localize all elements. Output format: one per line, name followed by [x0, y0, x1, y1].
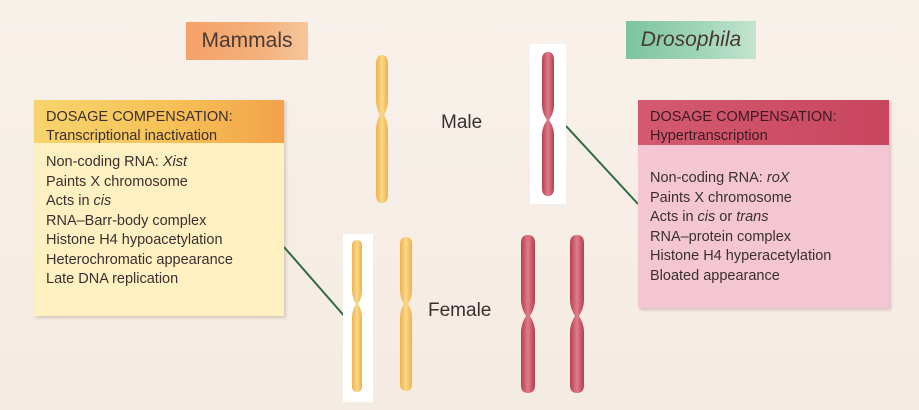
mammals-line-appearance: Heterochromatic appearance [46, 251, 272, 271]
mammal-connector-line [284, 247, 346, 318]
mammal-female-inactive-x [352, 240, 362, 392]
mammals-panel-heading: DOSAGE COMPENSATION: Transcriptional ina… [34, 100, 284, 143]
drosophila-title: Drosophila [626, 21, 756, 59]
drosophila-panel-heading: DOSAGE COMPENSATION: Hypertranscription [638, 100, 889, 145]
mammals-line-replication: Late DNA replication [46, 270, 272, 290]
drosophila-line-appearance: Bloated appearance [650, 267, 877, 287]
female-label: Female [428, 300, 491, 322]
mammals-line-paints: Paints X chromosome [46, 173, 272, 193]
mammal-female-active-x [400, 237, 412, 391]
drosophila-heading-line1: DOSAGE COMPENSATION: [650, 108, 877, 127]
fly-connector-line [566, 126, 638, 204]
drosophila-line-noncoding: Non-coding RNA: roX [650, 169, 877, 189]
mammals-panel-list: Non-coding RNA: Xist Paints X chromosome… [34, 143, 284, 298]
mammals-line-noncoding: Non-coding RNA: Xist [46, 153, 272, 173]
drosophila-heading-line2: Hypertranscription [650, 127, 877, 146]
mammals-line-histone: Histone H4 hypoacetylation [46, 231, 272, 251]
mammals-title: Mammals [186, 22, 308, 60]
drosophila-panel-list: Non-coding RNA: roX Paints X chromosome … [638, 145, 889, 294]
mammals-heading-line1: DOSAGE COMPENSATION: [46, 108, 272, 127]
mammals-line-acts: Acts in cis [46, 192, 272, 212]
drosophila-line-paints: Paints X chromosome [650, 189, 877, 209]
male-label: Male [441, 112, 482, 134]
drosophila-line-histone: Histone H4 hyperacetylation [650, 247, 877, 267]
drosophila-dosage-panel: DOSAGE COMPENSATION: Hypertranscription … [638, 100, 889, 308]
mammals-line-complex: RNA–Barr-body complex [46, 212, 272, 232]
mammal-male-x-chromosome [376, 55, 388, 203]
fly-female-x-chromosome-2 [570, 235, 584, 393]
drosophila-line-complex: RNA–protein complex [650, 228, 877, 248]
fly-female-x-chromosome-1 [521, 235, 535, 393]
mammals-dosage-panel: DOSAGE COMPENSATION: Transcriptional ina… [34, 100, 284, 316]
drosophila-line-acts: Acts in cis or trans [650, 208, 877, 228]
